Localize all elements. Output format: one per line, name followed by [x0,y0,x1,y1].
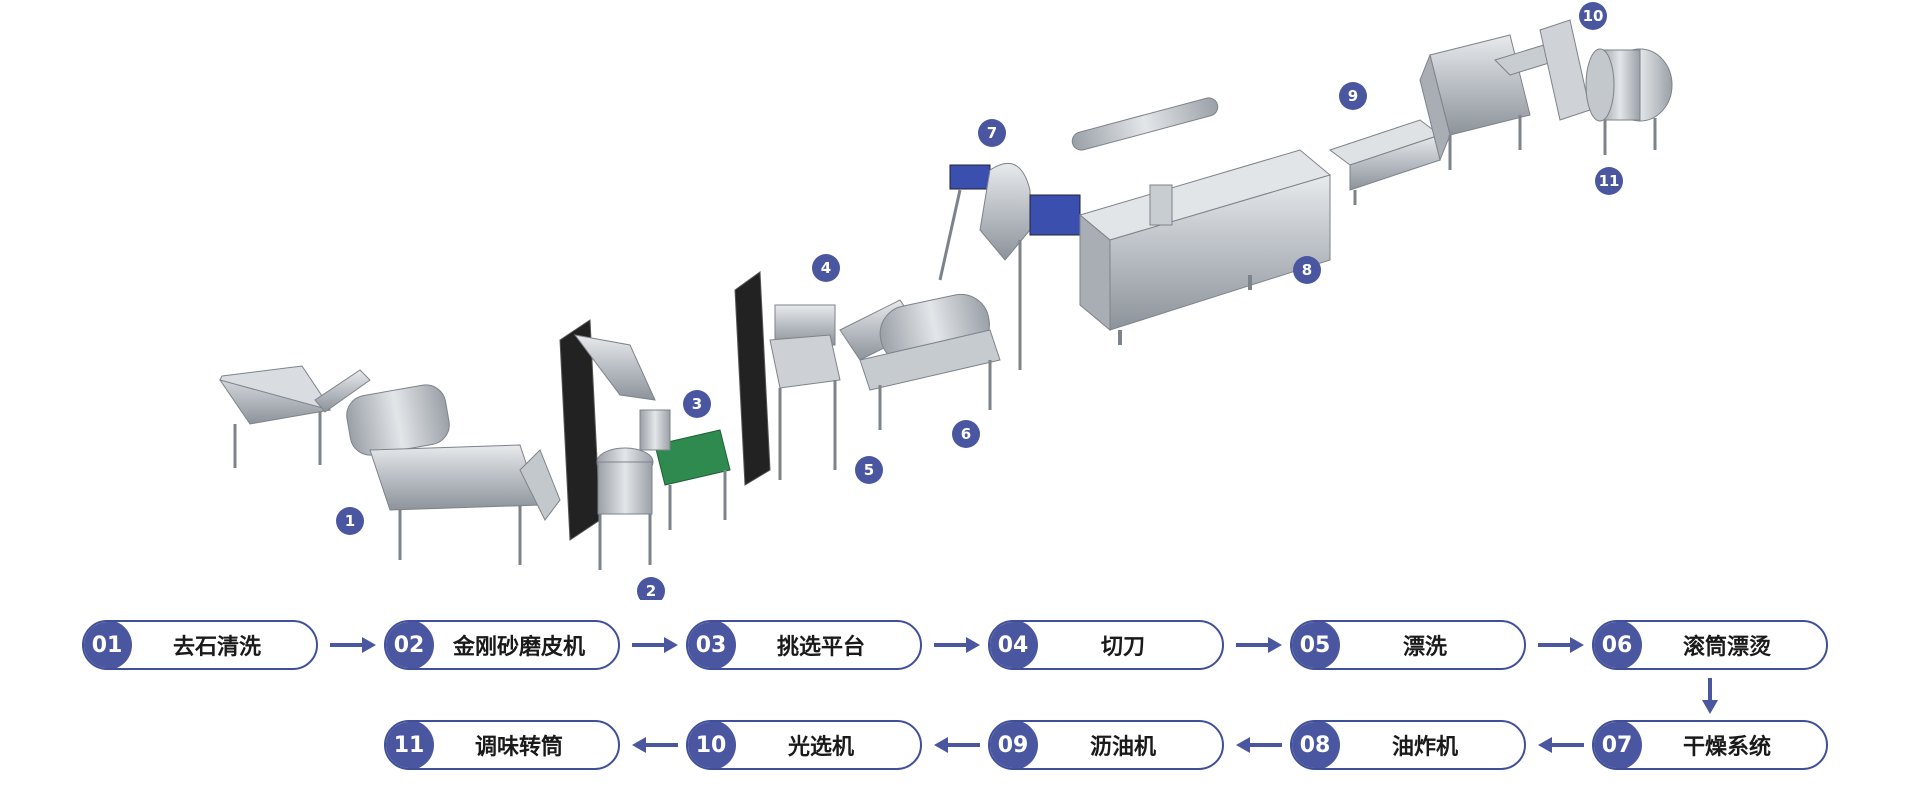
svg-text:3: 3 [692,395,702,413]
step-label: 金刚砂磨皮机 [452,635,585,660]
svg-text:7: 7 [987,124,997,142]
step-06: 06 滚筒漂烫 [1592,620,1828,670]
arrow-left-icon [632,737,678,753]
callout-5: 5 [855,456,883,484]
step-number: 06 [1594,622,1642,668]
callout-7: 7 [978,119,1006,147]
step-03: 03 挑选平台 [686,620,922,670]
callout-4: 4 [812,254,840,282]
callout-10: 10 [1579,2,1607,30]
arrow-right-icon [1538,637,1584,653]
svg-text:4: 4 [821,259,831,277]
step-number: 09 [990,722,1038,768]
svg-text:9: 9 [1348,87,1358,105]
step-11: 11 调味转筒 [384,720,620,770]
machine-inspection-platform [639,409,731,530]
step-02: 02 金刚砂磨皮机 [384,620,620,670]
machine-peeler [559,319,656,570]
machine-dryer [938,162,1081,370]
callout-9: 9 [1339,82,1367,110]
arrow-left-icon [934,737,980,753]
step-number: 05 [1292,622,1340,668]
step-label: 漂洗 [1402,635,1447,660]
svg-text:11: 11 [1599,172,1620,190]
step-08: 08 油炸机 [1290,720,1526,770]
step-01: 01 去石清洗 [82,620,318,670]
svg-text:10: 10 [1583,7,1604,25]
machine-seasoning-drum [1585,48,1673,155]
step-number: 02 [386,622,434,668]
svg-text:2: 2 [646,582,656,600]
step-number: 07 [1594,722,1642,768]
step-number: 10 [688,722,736,768]
arrow-right-icon [632,637,678,653]
callout-1: 1 [336,507,364,535]
machine-optical-sorter [1419,19,1591,170]
callout-8: 8 [1293,256,1321,284]
arrow-right-icon [1236,637,1282,653]
arrow-right-icon [330,637,376,653]
arrow-left-icon [1236,737,1282,753]
step-label: 滚筒漂烫 [1682,635,1771,660]
step-10: 10 光选机 [686,720,922,770]
step-label: 油炸机 [1391,735,1458,760]
step-label: 调味转筒 [474,735,563,760]
step-label: 挑选平台 [776,635,865,660]
step-label: 干燥系统 [1682,735,1771,760]
machine-fryer [1071,97,1332,345]
callout-6: 6 [952,420,980,448]
step-label: 沥油机 [1089,735,1156,760]
step-label: 去石清洗 [172,635,261,660]
arrow-right-icon [934,637,980,653]
machine-washer [219,365,561,565]
callout-3: 3 [683,390,711,418]
step-number: 04 [990,622,1038,668]
step-label: 切刀 [1100,635,1145,660]
machine-cutter [734,271,841,486]
step-07: 07 干燥系统 [1592,720,1828,770]
callout-2: 2 [637,577,665,600]
step-05: 05 漂洗 [1290,620,1526,670]
svg-text:6: 6 [961,425,971,443]
production-line-illustration: 1 2 3 4 5 6 7 8 9 10 11 [219,2,1673,600]
step-number: 11 [386,722,434,768]
step-09: 09 沥油机 [988,720,1224,770]
step-number: 03 [688,622,736,668]
arrow-down-icon [1702,678,1718,714]
machine-de-oiler [1328,119,1442,205]
arrow-left-icon [1538,737,1584,753]
step-number: 08 [1292,722,1340,768]
callout-11: 11 [1595,167,1623,195]
step-number: 01 [84,622,132,668]
step-04: 04 切刀 [988,620,1224,670]
step-label: 光选机 [787,735,854,760]
machine-blancher [839,293,1001,430]
svg-text:5: 5 [864,461,874,479]
svg-text:8: 8 [1302,261,1312,279]
svg-text:1: 1 [345,512,355,530]
